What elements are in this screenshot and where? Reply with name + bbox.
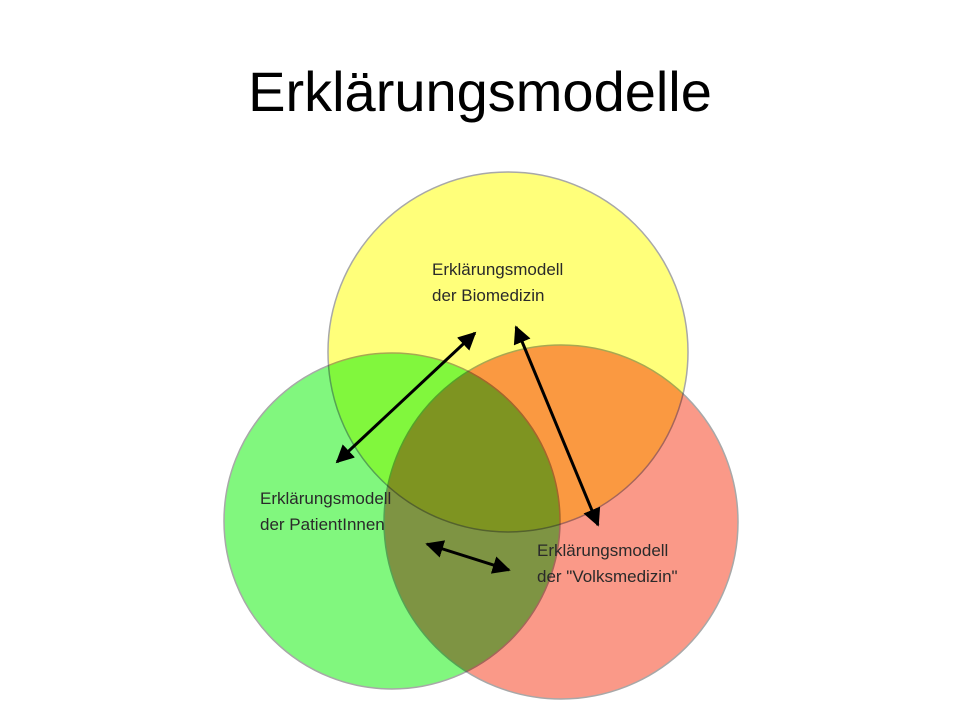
label-volksmedizin-line1: Erklärungsmodell	[537, 541, 668, 560]
arrow-patientinnen-volksmedizin	[425, 540, 511, 574]
label-patientinnen: Erklärungsmodell der PatientInnen	[260, 489, 396, 534]
label-volksmedizin: Erklärungsmodell der "Volksmedizin"	[537, 541, 678, 586]
label-biomedizin-line1: Erklärungsmodell	[432, 260, 563, 279]
label-patientinnen-line1: Erklärungsmodell	[260, 489, 391, 508]
label-biomedizin: Erklärungsmodell der Biomedizin	[432, 260, 568, 305]
label-biomedizin-line2: der Biomedizin	[432, 286, 544, 305]
label-volksmedizin-line2: der "Volksmedizin"	[537, 567, 678, 586]
circle-volksmedizin	[383, 344, 739, 700]
arrow-biomedizin-patientinnen	[335, 331, 477, 464]
page-title: Erklärungsmodelle	[248, 60, 712, 123]
arrow-biomedizin-volksmedizin	[513, 325, 601, 527]
label-patientinnen-line2: der PatientInnen	[260, 515, 385, 534]
